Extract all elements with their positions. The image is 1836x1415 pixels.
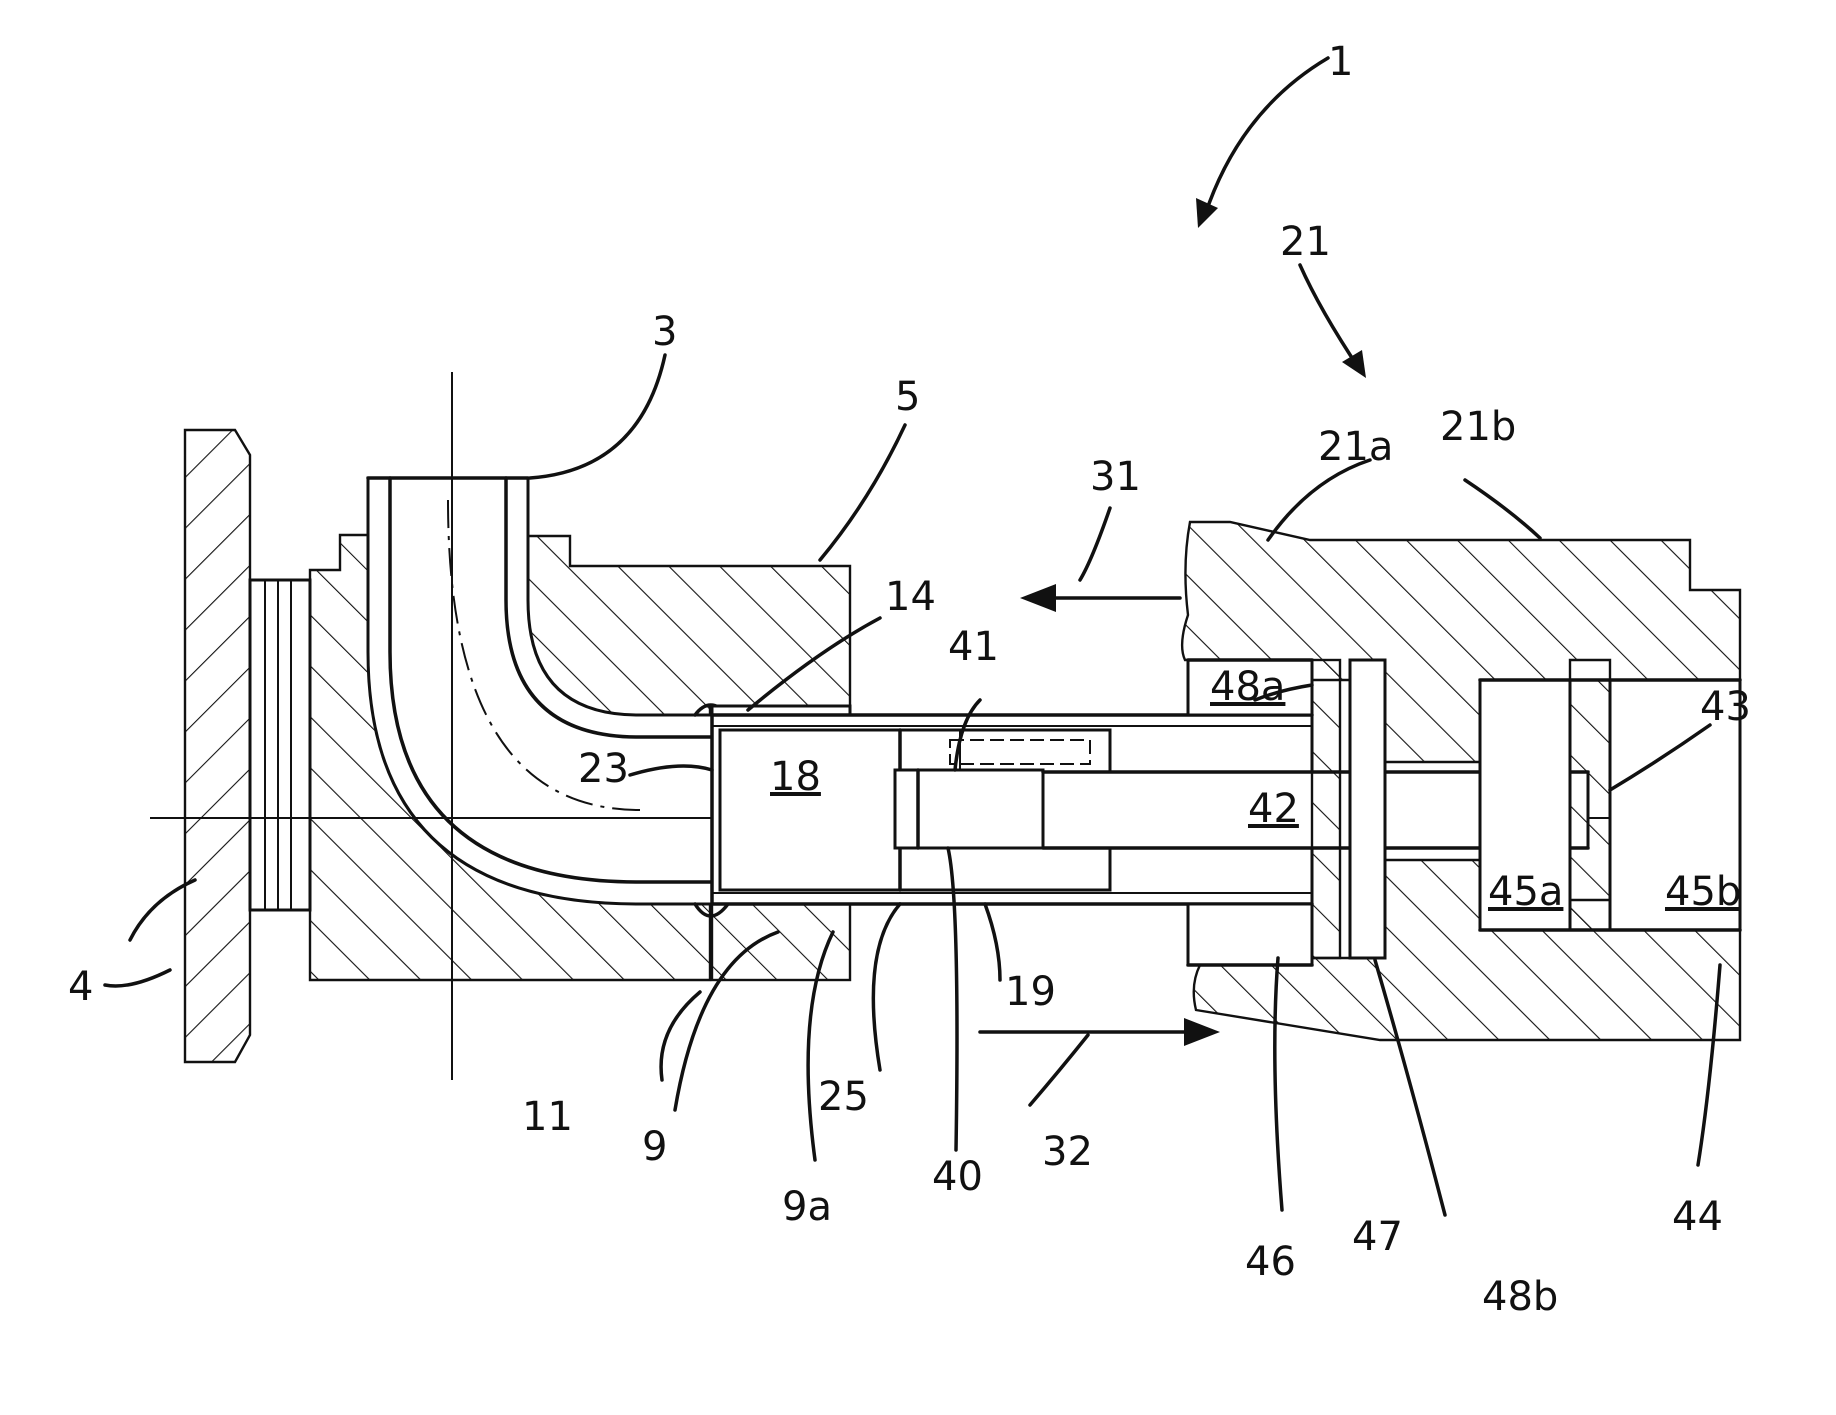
label-18: 18 xyxy=(770,754,821,800)
arrow-31 xyxy=(1020,584,1180,612)
label-1: 1 xyxy=(1328,39,1353,85)
label-11: 11 xyxy=(522,1094,573,1140)
label-46: 46 xyxy=(1245,1239,1296,1285)
label-40: 40 xyxy=(932,1154,983,1200)
label-43: 43 xyxy=(1700,684,1751,730)
label-31: 31 xyxy=(1090,454,1141,500)
label-48a: 48a xyxy=(1210,664,1285,710)
end-plate-4 xyxy=(185,430,310,1062)
label-41: 41 xyxy=(948,624,999,670)
pin-40 xyxy=(895,770,1043,848)
label-47: 47 xyxy=(1352,1214,1403,1260)
label-23: 23 xyxy=(578,746,629,792)
label-14: 14 xyxy=(885,574,936,620)
label-9: 9 xyxy=(642,1124,667,1170)
label-42: 42 xyxy=(1248,786,1299,832)
arrow-32 xyxy=(980,1018,1220,1046)
label-5: 5 xyxy=(895,374,920,420)
label-45b: 45b xyxy=(1665,869,1741,915)
label-21a: 21a xyxy=(1318,424,1393,470)
label-25: 25 xyxy=(818,1074,869,1120)
label-21: 21 xyxy=(1280,219,1331,265)
label-4: 4 xyxy=(68,964,93,1010)
label-21b: 21b xyxy=(1440,404,1516,450)
label-3: 3 xyxy=(652,309,677,355)
label-32: 32 xyxy=(1042,1129,1093,1175)
label-9a: 9a xyxy=(782,1184,832,1230)
label-45a: 45a xyxy=(1488,869,1563,915)
label-44: 44 xyxy=(1672,1194,1723,1240)
label-48b: 48b xyxy=(1482,1274,1558,1320)
label-19: 19 xyxy=(1005,969,1056,1015)
